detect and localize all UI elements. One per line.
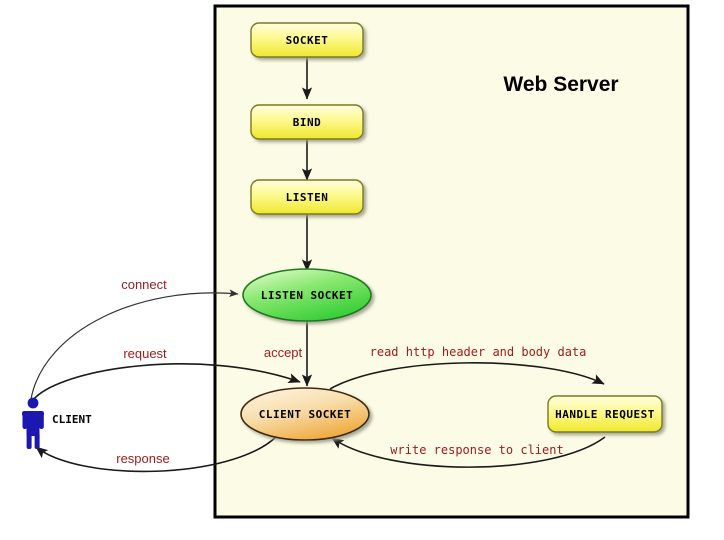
edge-label-request: request xyxy=(123,346,167,361)
web-server-title: Web Server xyxy=(503,73,618,96)
node-listen-label: LISTEN xyxy=(286,191,329,204)
edge-label-connect: connect xyxy=(121,277,167,292)
edge-read-http-path xyxy=(329,362,605,390)
node-listen-socket-label: LISTEN SOCKET xyxy=(261,289,354,302)
client-actor-label: CLIENT xyxy=(52,413,92,426)
node-socket-shape[interactable] xyxy=(250,22,364,58)
node-handle-request[interactable]: HANDLE REQUEST xyxy=(547,395,663,433)
node-listen-socket-shape[interactable] xyxy=(242,268,372,322)
node-listen[interactable]: LISTEN xyxy=(250,179,364,215)
edge-label-write-response: write response to client xyxy=(390,443,563,457)
node-listen-shape[interactable] xyxy=(250,179,364,215)
edge-write-response-path xyxy=(331,436,606,468)
node-socket-label: SOCKET xyxy=(286,34,329,47)
node-bind-shape[interactable] xyxy=(250,104,364,140)
person-icon xyxy=(22,397,44,449)
node-socket[interactable]: SOCKET xyxy=(250,22,364,58)
edge-label-response: response xyxy=(116,451,169,466)
node-bind[interactable]: BIND xyxy=(250,104,364,140)
edge-label-accept: accept xyxy=(264,345,303,360)
node-handle-request-shape[interactable] xyxy=(547,395,663,433)
client-actor[interactable]: CLIENT xyxy=(22,397,92,449)
edge-request-path xyxy=(32,363,301,401)
edge-label-read-http: read http header and body data xyxy=(370,345,587,359)
node-client-socket-shape[interactable] xyxy=(240,387,370,441)
edge-response-path xyxy=(35,436,277,473)
node-client-socket-label: CLIENT SOCKET xyxy=(259,408,352,421)
edge-connect-path xyxy=(30,289,239,400)
node-handle-request-label: HANDLE REQUEST xyxy=(555,408,655,421)
node-client-socket[interactable]: CLIENT SOCKET xyxy=(240,387,370,441)
node-listen-socket[interactable]: LISTEN SOCKET xyxy=(242,268,372,322)
node-bind-label: BIND xyxy=(293,116,322,129)
